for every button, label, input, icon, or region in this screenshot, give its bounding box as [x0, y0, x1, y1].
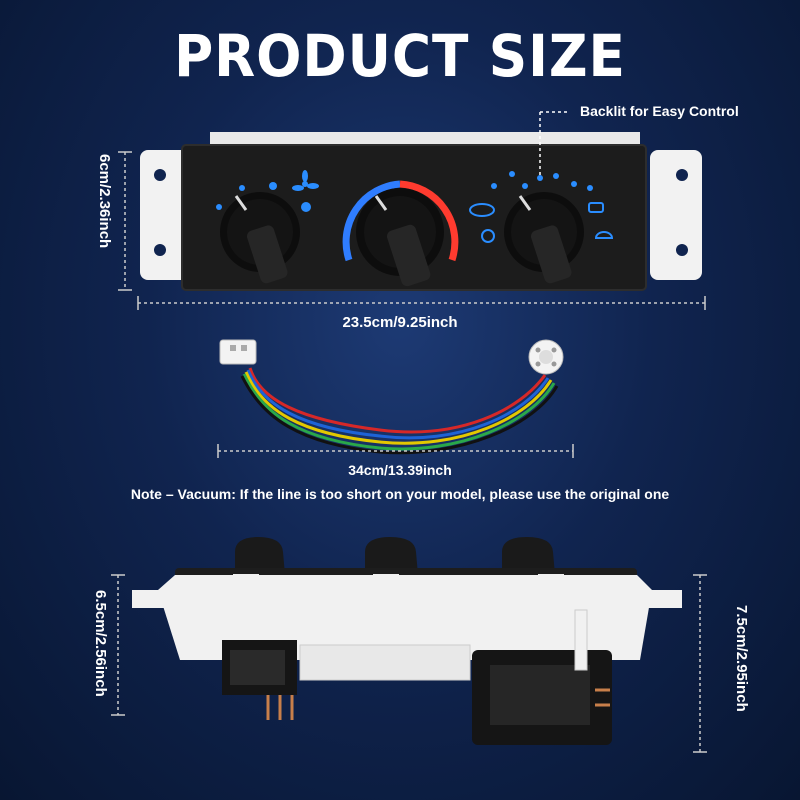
- temp-cold-arc: [342, 180, 401, 262]
- defrost-icon: [594, 231, 614, 239]
- top-height-label: 6cm/2.36inch: [96, 154, 113, 249]
- wiring-harness: [219, 339, 564, 455]
- side-housing: [158, 575, 652, 660]
- side-knob-left: [235, 537, 285, 575]
- fan-icon: [292, 170, 319, 191]
- vacuum-note: Note – Vacuum: If the line is too short …: [130, 486, 670, 502]
- top-width-label: 23.5cm/9.25inch: [342, 314, 458, 331]
- right-mount-ear: [650, 150, 702, 280]
- cable-length-label: 34cm/13.39inch: [348, 462, 452, 478]
- backlit-callout: Backlit for Easy Control: [580, 103, 739, 119]
- recirculation-icon: [469, 203, 495, 217]
- side-knob-right: [502, 537, 555, 575]
- bottom-right-height-label: 7.5cm/2.95inch: [733, 605, 750, 712]
- bottom-left-height-label: 6.5cm/2.56inch: [92, 590, 109, 697]
- mode-icons: [491, 171, 593, 191]
- page-title: PRODUCT SIZE: [174, 22, 626, 90]
- temp-hot-arc: [399, 180, 459, 262]
- side-knob-center: [365, 537, 418, 575]
- rear-defrost-icon: [588, 202, 604, 213]
